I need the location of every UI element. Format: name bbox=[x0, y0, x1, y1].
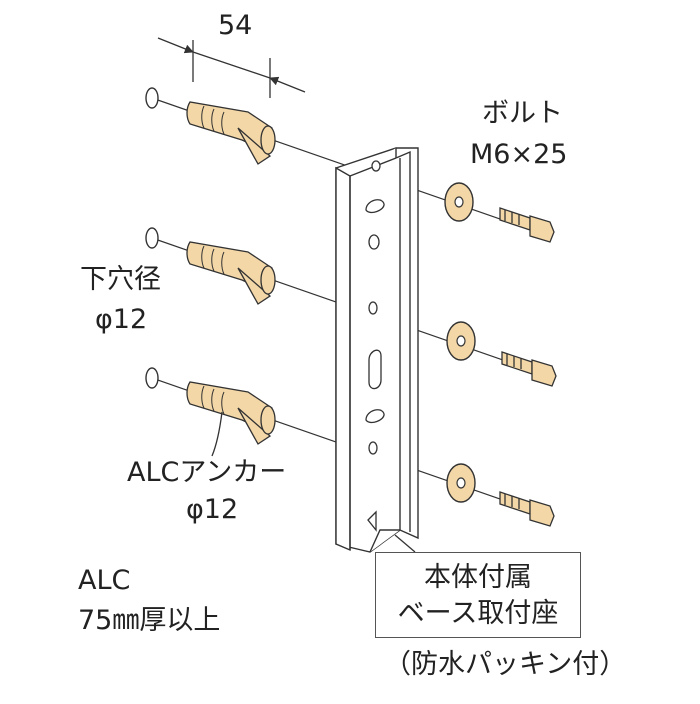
alc-thickness: 75㎜厚以上 bbox=[78, 605, 221, 636]
bolt bbox=[499, 491, 555, 527]
anchor-label: ALCアンカー bbox=[127, 457, 287, 488]
base-callout-line2: ベース取付座 bbox=[397, 598, 559, 629]
pilot-hole-label: 下穴径 bbox=[80, 264, 161, 295]
packing-note: （防水パッキン付） bbox=[384, 649, 627, 680]
alc-anchor bbox=[186, 241, 276, 305]
washer bbox=[446, 463, 476, 503]
alc-anchor bbox=[186, 101, 276, 165]
dimension-label: 54 bbox=[218, 10, 253, 41]
base-leader bbox=[394, 534, 416, 553]
anchor-leader bbox=[211, 411, 223, 457]
base-callout-box: 本体付属 ベース取付座 bbox=[375, 552, 581, 638]
dimension-54 bbox=[157, 37, 306, 98]
drill-holes bbox=[145, 87, 159, 389]
washer bbox=[446, 321, 476, 361]
bolt bbox=[499, 207, 555, 243]
alc-label: ALC bbox=[78, 565, 131, 596]
washer bbox=[444, 182, 474, 222]
bracket-slots bbox=[365, 160, 385, 532]
anchor-diameter: φ12 bbox=[186, 494, 239, 525]
base-callout-line1: 本体付属 bbox=[424, 562, 532, 593]
pilot-hole-diameter: φ12 bbox=[95, 304, 148, 335]
bolt-label: ボルト bbox=[482, 98, 563, 129]
bolt-size-label: M6×25 bbox=[470, 139, 568, 170]
bolt bbox=[501, 351, 557, 387]
alc-anchor bbox=[186, 381, 276, 445]
